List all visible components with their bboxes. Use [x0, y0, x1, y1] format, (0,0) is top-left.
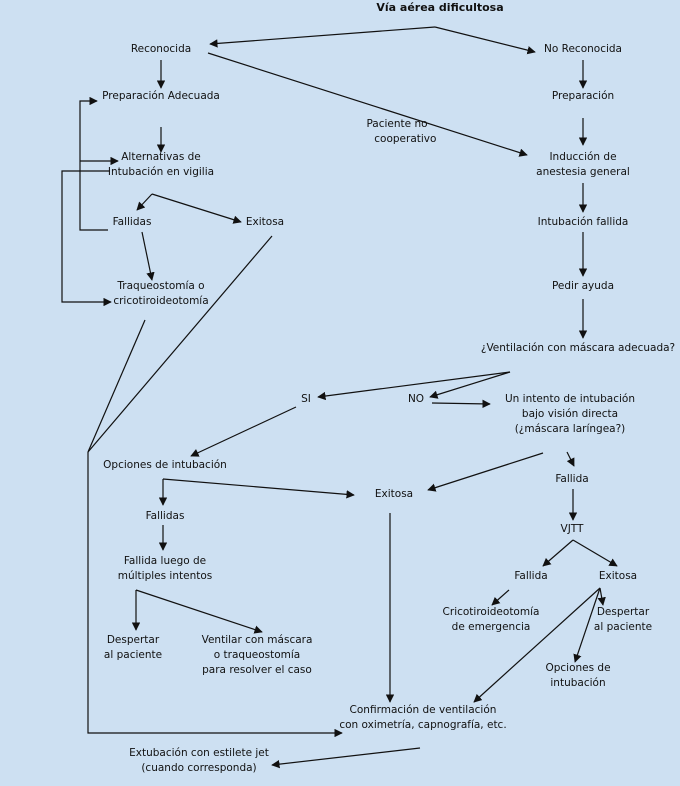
node-exitosa-vjtt: Exitosa	[598, 570, 638, 582]
node-fallidas-top: Fallidas	[112, 216, 152, 228]
node-exitosa-top: Exitosa	[245, 216, 285, 228]
node-preparacion: Preparación	[551, 90, 615, 102]
node-opciones-intubacion: Opciones de intubación	[103, 459, 227, 471]
edge-loop-vigilia-traqueostomia	[61, 170, 112, 307]
edge-vjtt-exitosa	[572, 539, 618, 567]
edge-fallida-cricotiroideotomia	[491, 589, 510, 606]
edge-loop-fallidas-preparacion	[79, 96, 108, 231]
edge-intento-fallida	[566, 451, 575, 467]
node-reconocida: Reconocida	[130, 43, 192, 55]
node-intubacion-fallida: Intubación fallida	[537, 216, 629, 228]
edge-intento-exitosa	[427, 452, 544, 492]
node-ventilar-mascara-traqueostomia: Ventilar con máscara o traqueostomía par…	[201, 634, 313, 676]
edge-vjtt-fallida	[542, 539, 574, 567]
edge-exitosa-opciones	[573, 587, 601, 663]
node-induccion-anestesia-general: Inducción de anestesia general	[536, 151, 630, 178]
edge-exitosa-diagonal	[87, 235, 273, 453]
node-opciones-intubacion-right: Opciones de intubación	[545, 662, 611, 689]
node-fallidas-bottom: Fallidas	[145, 510, 185, 522]
edge-no-intento	[431, 399, 491, 409]
diagram-title: Vía aérea dificultosa	[376, 1, 504, 14]
edge-ventilacion-si	[317, 371, 511, 401]
node-confirmacion-ventilacion: Confirmación de ventilación con oximetrí…	[339, 704, 507, 731]
node-cricotiroideotomia-emergencia: Cricotiroideotomía de emergencia	[442, 606, 540, 633]
edge-confirmacion-extubacion	[271, 747, 421, 769]
edge-exitosa-confirmacion-right	[473, 587, 601, 703]
edge-opciones-exitosa	[162, 478, 355, 499]
edge-ventilacion-no	[429, 371, 511, 399]
edge-alternativas-fallidas	[136, 193, 153, 211]
node-despertar-paciente-left: Despertar al paciente	[103, 634, 163, 661]
edge-label-paciente-no-cooperativo: Paciente no cooperativo	[366, 118, 437, 145]
node-extubacion-estilete-jet: Extubación con estilete jet (cuando corr…	[129, 747, 269, 774]
edge-left-rail-confirmacion	[87, 452, 343, 738]
edge-title-reconocida	[209, 26, 436, 48]
node-alternativas-intubacion-vigilia: Alternativas de Intubación en vigilia	[107, 151, 215, 178]
node-preparacion-adecuada: Preparación Adecuada	[102, 90, 220, 102]
node-exitosa-center: Exitosa	[374, 488, 414, 500]
node-intento-vision-directa: Un intento de intubación bajo visión dir…	[504, 393, 636, 435]
node-fallida-vjtt: Fallida	[514, 570, 548, 582]
edge-si-opciones	[190, 406, 297, 457]
node-no: NO	[407, 393, 425, 405]
node-ventilacion-mascara-adecuada: ¿Ventilación con máscara adecuada?	[480, 342, 676, 354]
node-pedir-ayuda: Pedir ayuda	[551, 280, 615, 292]
edge-traqueostomia-diagonal	[87, 319, 146, 453]
edge-fallidas-traqueostomia	[141, 231, 155, 281]
node-fallida-multiples-intentos: Fallida luego de múltiples intentos	[117, 555, 213, 582]
node-si: SI	[301, 393, 311, 405]
edge-multiples-ventilar	[135, 589, 263, 634]
edge-exitosa-despertar	[597, 587, 606, 606]
edge-alternativas-exitosa	[151, 193, 242, 224]
node-fallida-right: Fallida	[555, 473, 589, 485]
node-traqueostomia-cricotiroideotomia: Traqueostomía o cricotiroideotomía	[113, 280, 209, 307]
edge-reconocida-induccion	[207, 52, 528, 157]
node-no-reconocida: No Reconocida	[544, 43, 622, 55]
node-despertar-paciente-right: Despertar al paciente	[593, 606, 653, 633]
edge-title-noreconocida	[434, 26, 536, 55]
node-vjtt: VJTT	[560, 523, 584, 535]
